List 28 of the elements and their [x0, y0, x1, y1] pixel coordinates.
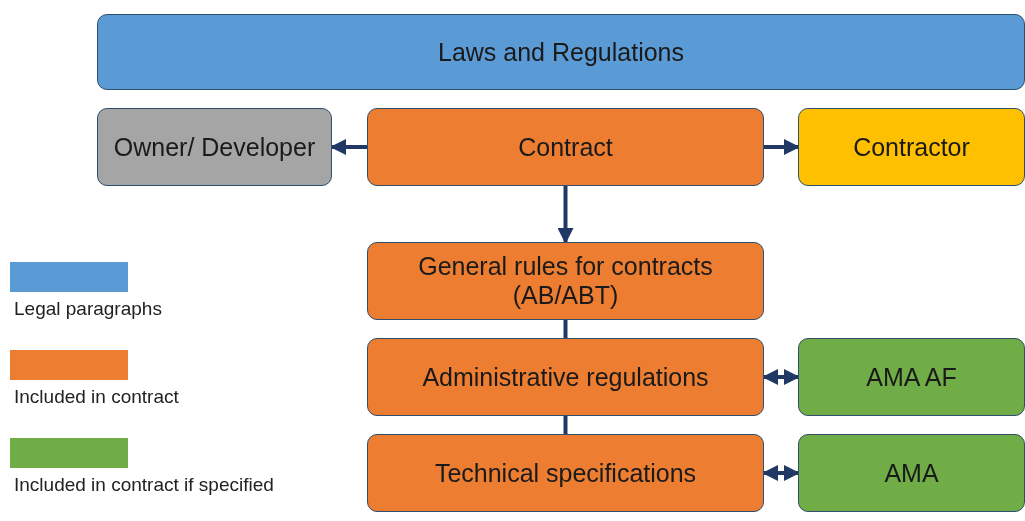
connector-line	[563, 416, 568, 434]
node-label: Administrative regulations	[422, 362, 709, 392]
legend-text: Legal paragraphs	[14, 298, 162, 320]
process-box	[367, 242, 764, 320]
node-label: Contract	[518, 132, 613, 162]
process-box	[367, 338, 764, 416]
process-box	[798, 338, 1025, 416]
legend-text: Included in contract if specified	[14, 474, 274, 496]
process-box	[367, 108, 764, 186]
node-label: Owner/ Developer	[113, 132, 316, 162]
arrow	[330, 139, 367, 155]
arrow	[557, 186, 574, 244]
process-box	[798, 434, 1025, 512]
arrow	[762, 465, 800, 481]
node-label: AMA AF	[866, 362, 957, 392]
process-box	[97, 14, 1025, 90]
process-box	[367, 434, 764, 512]
process-box	[97, 108, 332, 186]
process-box	[798, 108, 1025, 186]
node-label: Laws and Regulations	[438, 37, 684, 67]
connector-line	[563, 320, 568, 338]
node-label: Technical specifications	[434, 458, 697, 488]
node-label: Contractor	[853, 132, 970, 162]
legend-text: Included in contract	[14, 386, 179, 408]
arrow	[764, 139, 800, 155]
node-label: AMA	[884, 458, 939, 488]
arrow	[762, 369, 800, 385]
node-label: General rules for contracts (AB/ABT)	[417, 252, 714, 310]
